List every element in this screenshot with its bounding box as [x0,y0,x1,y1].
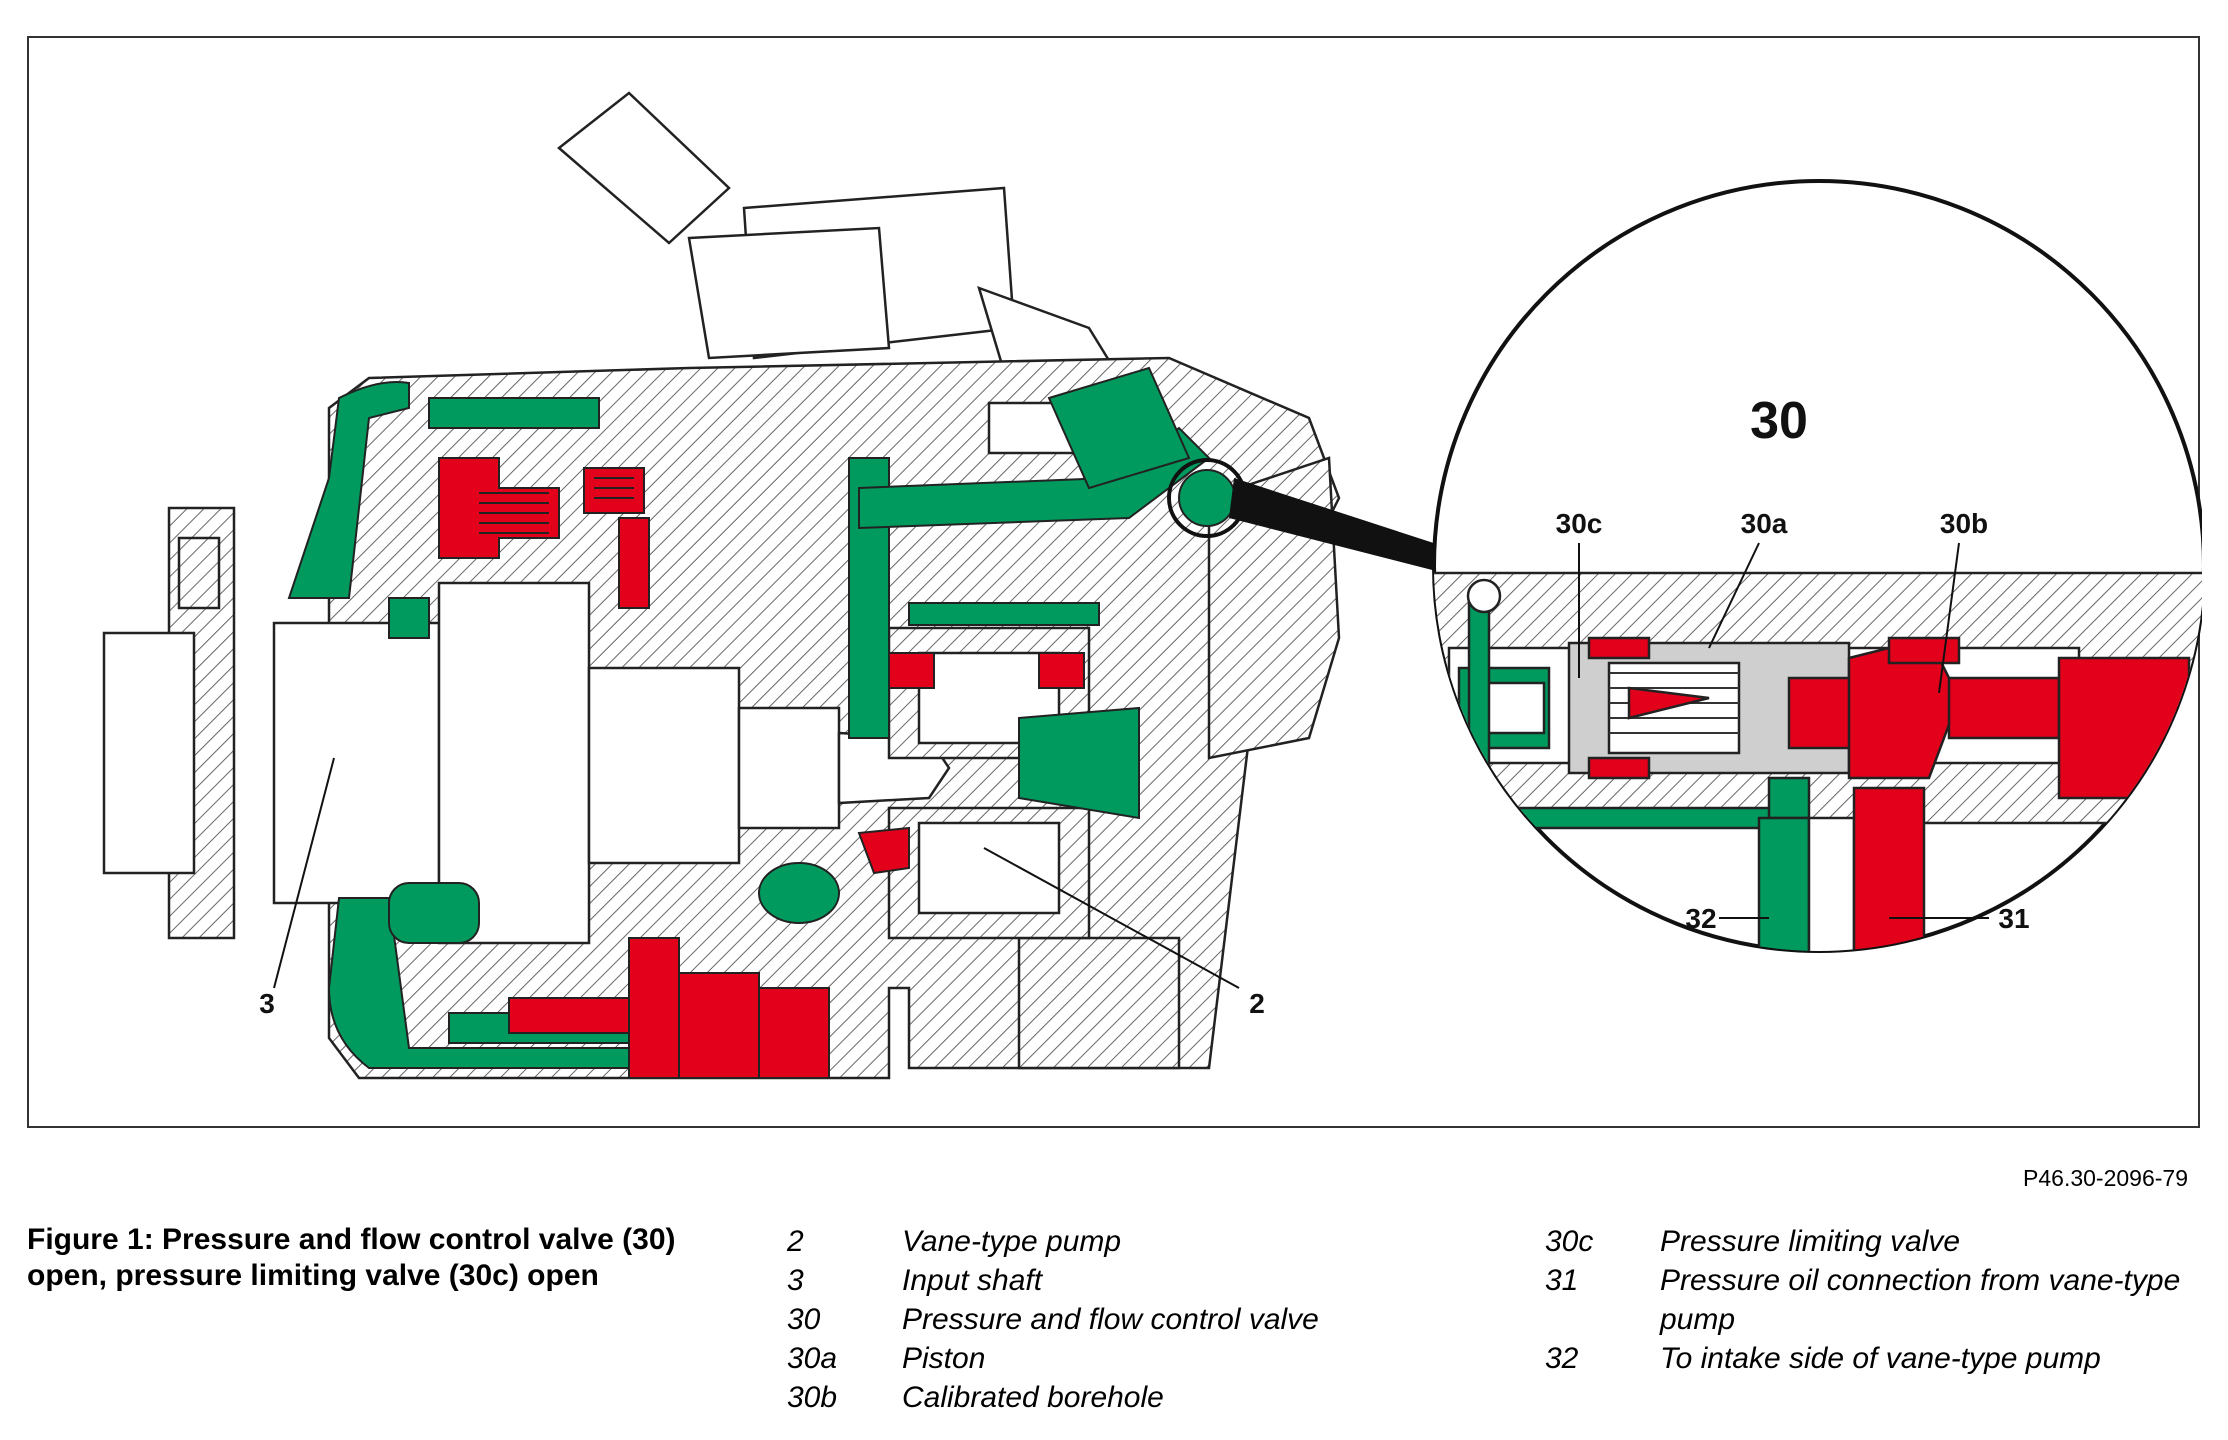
callout-3: 3 [259,988,275,1019]
legend-left: 2 Vane-type pump 3 Input shaft 30 Pressure … [787,1222,1462,1417]
intake-oil-passages [287,366,1236,1069]
legend-number: 30b [787,1381,838,1414]
relief-valve-springs [479,477,634,534]
legend-item: 30c Pressure limiting valve [1545,1222,2220,1261]
detail-circle-30 [1432,179,2202,953]
legend-number: 31 [1545,1264,1579,1297]
legend-text: Input shaft [902,1264,1043,1297]
legend-item: 2 Vane-type pump [787,1222,1462,1261]
detail-leader-line [1229,478,1449,573]
callout-30c: 30c [1556,508,1603,539]
legend-text: Pressure limiting valve [1660,1225,1961,1258]
legend-number: 2 [787,1225,804,1258]
figure-id: P46.30-2096-79 [2023,1165,2188,1191]
legend-item: 31 Pressure oil connection from vane-type… [1545,1261,2220,1339]
legend-number: 32 [1545,1342,1579,1375]
legend-text: Pressure oil connection from vane-type p… [1660,1264,2181,1336]
legend-text: Calibrated borehole [902,1381,1164,1414]
legend-number: 30 [787,1303,821,1336]
callout-30: 30 [1750,392,1808,450]
legend-text: To intake side of vane-type pump [1660,1342,2101,1375]
pump-cross-section-diagram: 30 30c 30a 30b 32 31 3 2 [102,91,2202,1080]
legend-item: 3 Input shaft [787,1261,1462,1300]
callout-2: 2 [1249,988,1265,1019]
legend-number: 30c [1545,1225,1594,1258]
legend-number: 30a [787,1342,838,1375]
callout-30b: 30b [1940,508,1988,539]
legend-text: Vane-type pump [902,1225,1122,1258]
callout-31: 31 [1998,903,2029,934]
leader-3 [273,757,335,989]
callout-30a: 30a [1741,508,1788,539]
pressure-oil-passages [438,457,1085,1079]
figure-caption: Figure 1: Pressure and flow control valv… [27,1223,676,1292]
legend-item: 32 To intake side of vane-type pump [1545,1339,2220,1378]
legend-item: 30b Calibrated borehole [787,1378,1462,1417]
legend-text: Pressure and flow control valve [902,1303,1319,1336]
legend-number: 3 [787,1264,804,1297]
pump-housing [102,91,1341,1080]
diagram-frame: 30 30c 30a 30b 32 31 3 2 [27,36,2202,1128]
legend-item: 30a Piston [787,1339,1462,1378]
leader-2 [983,847,1240,989]
legend-right: 30c Pressure limiting valve 31 Pressure oi… [1545,1222,2220,1378]
legend-item: 30 Pressure and flow control valve [787,1300,1462,1339]
legend-text: Piston [902,1342,986,1375]
callout-32: 32 [1685,903,1716,934]
